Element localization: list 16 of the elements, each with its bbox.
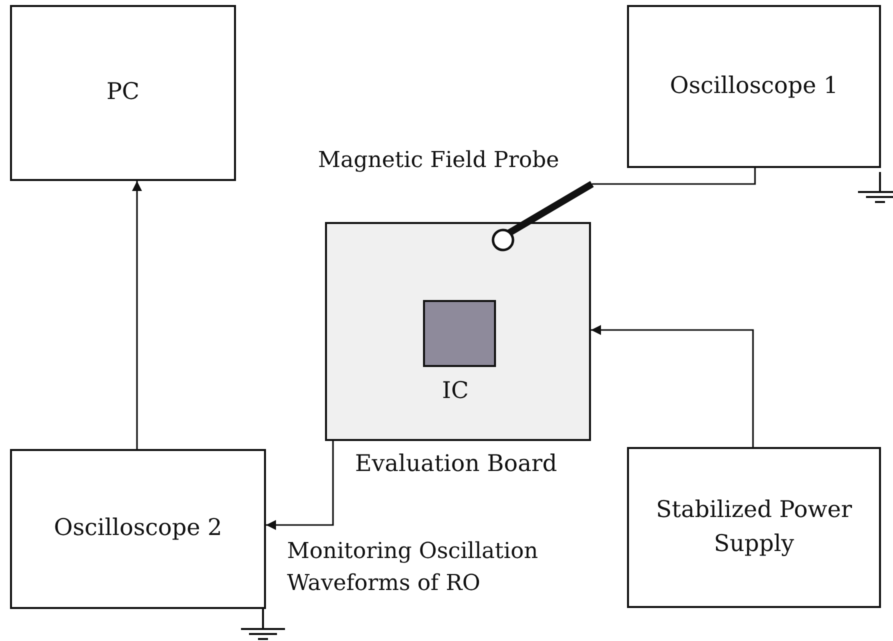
- device-box: [627, 5, 881, 168]
- arrow: [132, 181, 142, 449]
- node-title: Stabilized Power Supply: [655, 496, 853, 558]
- edge-label: Monitoring Oscillation Waveforms of RO: [287, 538, 540, 598]
- probe-label: Magnetic Field Probe: [318, 147, 560, 175]
- node-label: IC: [442, 377, 469, 406]
- node-label: Evaluation Board: [355, 450, 558, 479]
- node-title: PC: [106, 78, 140, 108]
- connector-line: [592, 168, 756, 185]
- device-box: [10, 449, 266, 609]
- device-box: [10, 5, 236, 181]
- arrow: [591, 325, 754, 447]
- device-box: [627, 447, 881, 608]
- arrow: [266, 441, 334, 530]
- node-title: Oscilloscope 1: [670, 72, 838, 101]
- node-title: Oscilloscope 2: [54, 514, 222, 544]
